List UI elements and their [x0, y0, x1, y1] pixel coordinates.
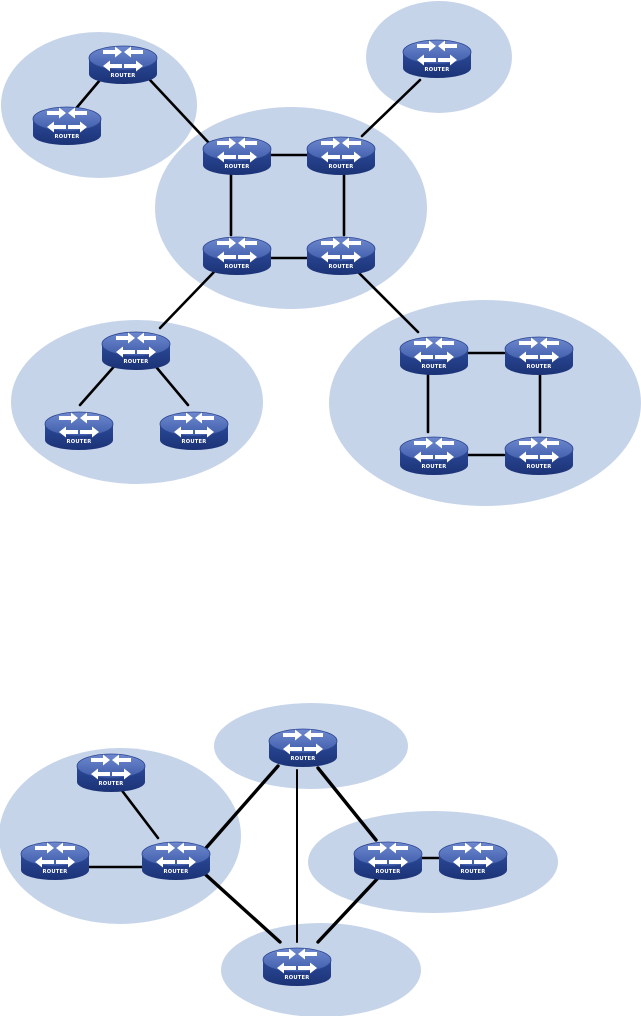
link — [356, 270, 420, 334]
router-node: ROUTER — [306, 236, 376, 276]
router-node: ROUTER — [32, 106, 102, 146]
router-label: ROUTER — [182, 439, 207, 445]
router-node: ROUTER — [202, 236, 272, 276]
router-node: ROUTER — [504, 336, 574, 376]
link — [158, 270, 216, 330]
router-node: ROUTER — [202, 136, 272, 176]
router-label: ROUTER — [527, 364, 552, 370]
router-label: ROUTER — [111, 73, 136, 79]
router-label: ROUTER — [164, 869, 189, 875]
link — [118, 786, 160, 840]
router-label: ROUTER — [329, 164, 354, 170]
router-label: ROUTER — [225, 164, 250, 170]
router-node: ROUTER — [141, 841, 211, 881]
router-node: ROUTER — [268, 728, 338, 768]
link — [204, 873, 282, 944]
router-node: ROUTER — [44, 411, 114, 451]
link — [148, 78, 210, 144]
link — [360, 78, 422, 138]
router-node: ROUTER — [504, 436, 574, 476]
link — [316, 876, 380, 944]
router-node: ROUTER — [402, 39, 472, 79]
router-node: ROUTER — [262, 947, 332, 987]
router-label: ROUTER — [124, 359, 149, 365]
router-node: ROUTER — [306, 136, 376, 176]
router-label: ROUTER — [285, 975, 310, 981]
router-node: ROUTER — [438, 841, 508, 881]
area-left — [0, 748, 241, 924]
router-label: ROUTER — [376, 869, 401, 875]
router-label: ROUTER — [43, 869, 68, 875]
diagram-top: ROUTER ROUTER ROUTER ROUTER ROUTER ROUTE… — [1, 1, 641, 506]
area-center — [155, 107, 427, 309]
link — [316, 766, 378, 842]
area-bottom-right — [329, 300, 641, 506]
diagram-bottom: ROUTER ROUTER ROUTER ROUTER ROUTER ROUTE… — [0, 703, 558, 1016]
router-label: ROUTER — [67, 439, 92, 445]
router-label: ROUTER — [225, 264, 250, 270]
router-label: ROUTER — [329, 264, 354, 270]
router-node: ROUTER — [101, 331, 171, 371]
router-node: ROUTER — [20, 841, 90, 881]
area-right — [308, 811, 558, 913]
router-node: ROUTER — [76, 753, 146, 793]
router-node: ROUTER — [399, 336, 469, 376]
router-label: ROUTER — [99, 781, 124, 787]
router-label: ROUTER — [291, 756, 316, 762]
link — [78, 360, 120, 407]
router-node: ROUTER — [159, 411, 229, 451]
router-node: ROUTER — [399, 436, 469, 476]
link — [204, 764, 280, 850]
router-label: ROUTER — [527, 464, 552, 470]
router-label: ROUTER — [422, 464, 447, 470]
router-label: ROUTER — [461, 869, 486, 875]
router-label: ROUTER — [422, 364, 447, 370]
link — [150, 360, 190, 407]
router-label: ROUTER — [55, 134, 80, 140]
router-node: ROUTER — [88, 45, 158, 85]
router-label: ROUTER — [425, 67, 450, 73]
router-node: ROUTER — [353, 841, 423, 881]
